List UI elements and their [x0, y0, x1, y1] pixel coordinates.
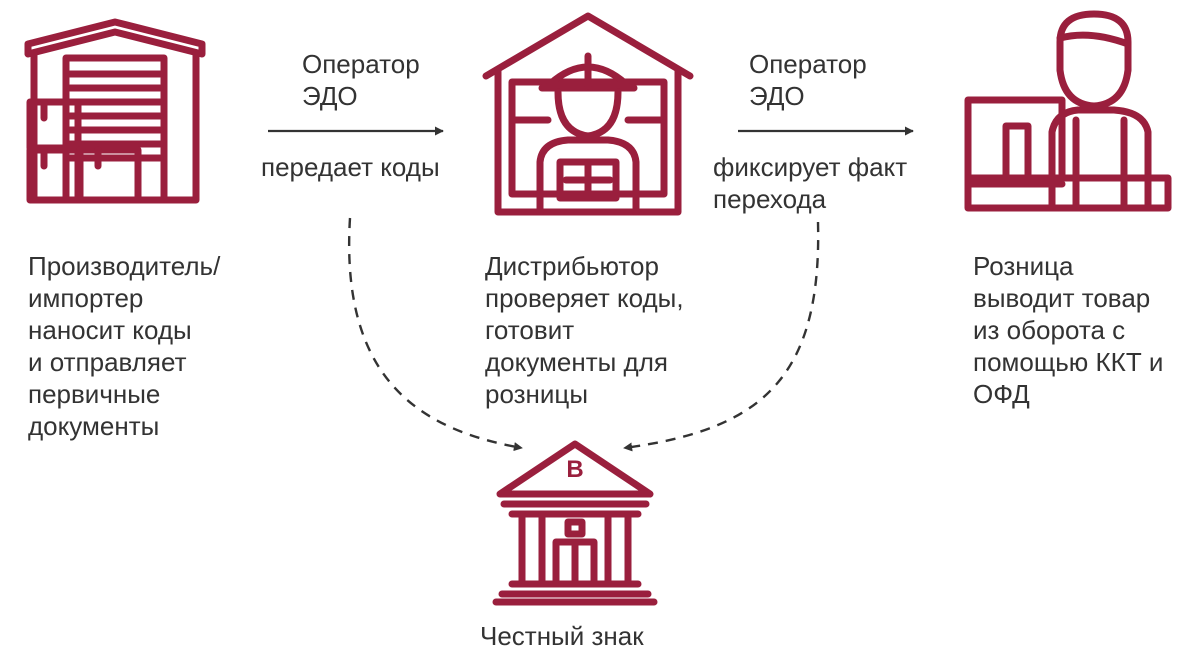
distributor-label-line: розницы: [485, 379, 589, 409]
producer-label-line: первичные: [28, 379, 161, 409]
distributor-label: Дистрибьютор проверяет коды, готовит док…: [485, 250, 684, 410]
cashier-icon: [964, 8, 1172, 214]
edge-operator-line: Оператор: [749, 49, 867, 79]
emblem-letter: В: [566, 456, 584, 483]
retail-label-line: ОФД: [973, 379, 1030, 409]
edge-operator-line: ЭДО: [302, 81, 358, 111]
edge-action-line: фиксирует факт: [713, 152, 908, 182]
edge-operator-line: ЭДО: [749, 81, 805, 111]
edge-operator-line: Оператор: [302, 49, 420, 79]
bank-building-icon: В: [492, 438, 658, 606]
distributor-label-line: готовит: [485, 315, 575, 345]
retail-label-line: выводит товар: [973, 283, 1151, 313]
honest-sign-label: Честный знак: [480, 620, 644, 652]
honest-sign-label-text: Честный знак: [480, 621, 644, 651]
distributor-label-line: Дистрибьютор: [485, 251, 659, 281]
producer-label-line: наносит коды: [28, 315, 192, 345]
warehouse-icon: [22, 18, 208, 204]
edge-operator-label-2: Оператор ЭДО: [749, 48, 867, 112]
producer-label-line: документы: [28, 411, 160, 441]
edge-operator-label-1: Оператор ЭДО: [302, 48, 420, 112]
edge-action-line: перехода: [713, 184, 827, 214]
producer-label: Производитель/ импортер наносит коды и о…: [28, 250, 220, 442]
producer-label-line: Производитель/: [28, 251, 221, 281]
distributor-label-line: проверяет коды,: [485, 283, 684, 313]
edge-action-label-2: фиксирует факт перехода: [713, 151, 907, 215]
retail-label-line: Розница: [973, 251, 1074, 281]
producer-label-line: и отправляет: [28, 347, 187, 377]
edge-action-line: передает коды: [261, 152, 440, 182]
retail-label: Розница выводит товар из оборота с помощ…: [973, 250, 1163, 410]
distributor-worker-icon: [482, 12, 694, 216]
retail-label-line: помощью ККТ и: [973, 347, 1164, 377]
producer-label-line: импортер: [28, 283, 144, 313]
distributor-label-line: документы для: [485, 347, 668, 377]
edge-action-label-1: передает коды: [261, 151, 440, 183]
retail-label-line: из оборота с: [973, 315, 1126, 345]
